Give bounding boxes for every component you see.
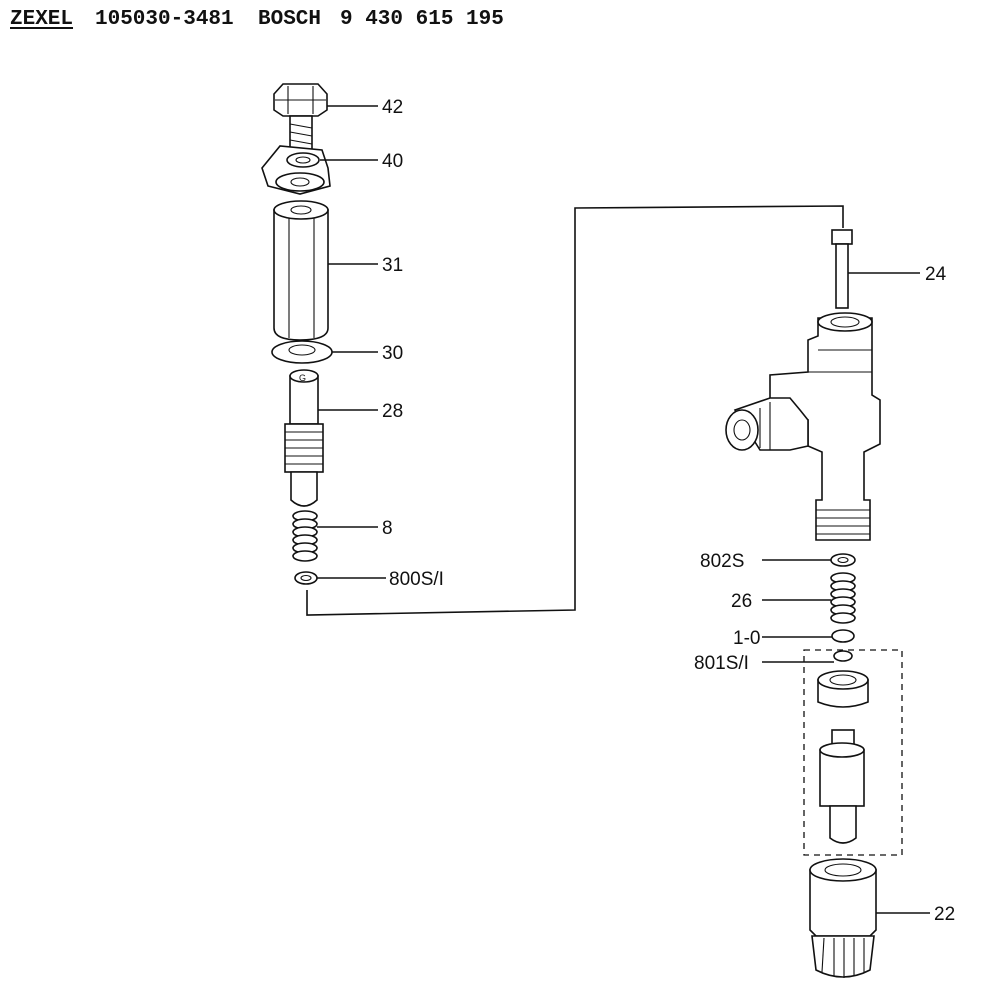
maker-label: BOSCH	[258, 8, 322, 31]
part-40-bracket	[261, 145, 331, 195]
callout-24: 24	[925, 264, 947, 285]
part-22-nozzle-nut	[809, 858, 877, 978]
injector-body	[725, 312, 881, 541]
part-30-washer	[271, 340, 333, 364]
callout-31: 31	[382, 255, 403, 276]
callout-30: 30	[382, 343, 403, 364]
callout-26: 26	[731, 591, 752, 612]
callout-802: 802S	[700, 551, 744, 572]
part-26-spring	[830, 572, 856, 624]
part-801-nozzle-set	[817, 650, 869, 844]
callout-22: 22	[934, 904, 955, 925]
callout-801: 801S/I	[694, 653, 749, 674]
diagram-header: ZEXEL 105030-3481 BOSCH 9 430 615 195	[0, 0, 990, 44]
callout-8: 8	[382, 518, 393, 539]
part-31-sleeve	[273, 200, 329, 341]
assembly-connector-line	[306, 205, 844, 616]
part-802-ring	[830, 553, 856, 567]
callout-40: 40	[382, 151, 403, 172]
callout-42: 42	[382, 97, 403, 118]
callout-800: 800S/I	[389, 569, 444, 590]
brand-label: ZEXEL	[10, 8, 74, 31]
nozzle-assembly-box	[803, 649, 903, 856]
callout-28: 28	[382, 401, 403, 422]
part-42-bolt	[273, 83, 328, 155]
part-8-spring	[292, 510, 318, 562]
callout-10: 1-0	[733, 628, 760, 649]
svg-text:G: G	[299, 373, 306, 383]
bosch-part-number: 9 430 615 195	[340, 8, 504, 31]
part-10-shim	[831, 629, 855, 643]
zexel-part-number: 105030-3481	[95, 8, 234, 31]
part-28-spindle: G	[284, 369, 324, 507]
part-800-ring	[294, 571, 318, 585]
part-24-pin	[831, 229, 853, 309]
